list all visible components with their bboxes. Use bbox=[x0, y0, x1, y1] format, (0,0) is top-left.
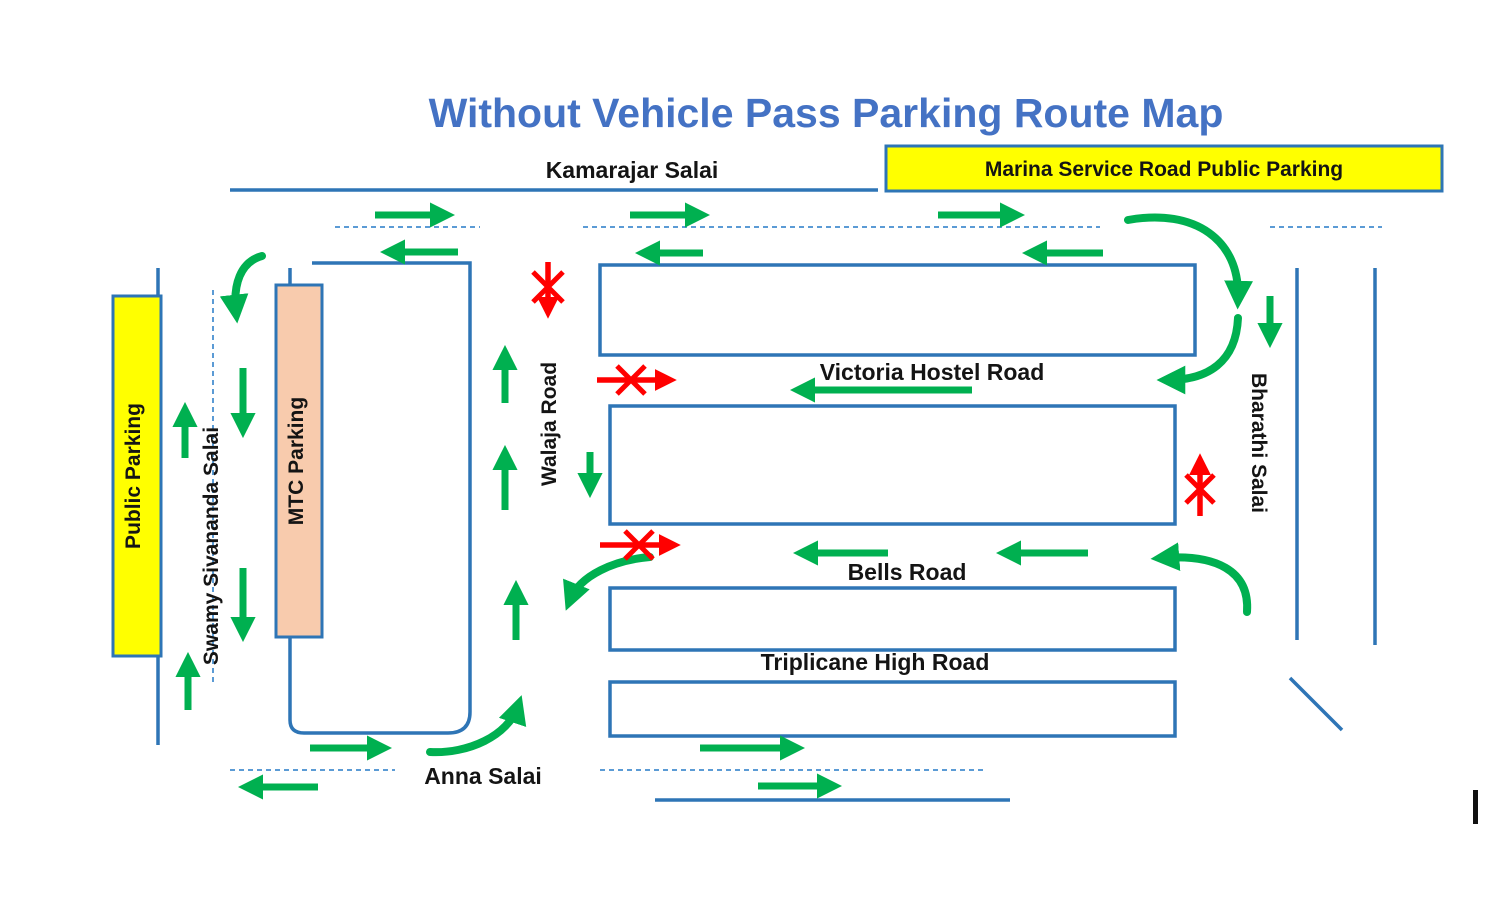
text-cursor-artifact bbox=[1473, 790, 1478, 824]
label-mtc-parking: MTC Parking bbox=[285, 397, 308, 525]
label-victoria-hostel-road: Victoria Hostel Road bbox=[820, 359, 1045, 385]
green-curve-kamarajar-to-swamy bbox=[219, 252, 266, 324]
southeast-diagonal-line bbox=[1288, 676, 1344, 732]
mtc-parking-box bbox=[274, 283, 324, 639]
label-bharathi-salai: Bharathi Salai bbox=[1247, 373, 1270, 513]
label-swamy-sivananda-salai: Swamy Sivananda Salai bbox=[200, 427, 223, 665]
label-public-parking: Public Parking bbox=[122, 403, 145, 549]
block-victoria-outline bbox=[608, 404, 1177, 526]
no-entry-icon-walaja-south bbox=[531, 262, 565, 319]
block-north-outline bbox=[598, 263, 1197, 357]
block-bells-outline bbox=[608, 586, 1177, 652]
label-triplicane-high-road: Triplicane High Road bbox=[761, 649, 990, 675]
label-bells-road: Bells Road bbox=[848, 559, 967, 585]
label-marina-service-road: Marina Service Road Public Parking bbox=[985, 158, 1343, 181]
public-parking-box bbox=[111, 294, 163, 658]
green-curve-kamarajar-to-bharathi bbox=[1124, 213, 1253, 310]
green-curve-bharathi-to-victoria bbox=[1156, 314, 1242, 395]
no-entry-icon-victoria-east bbox=[597, 364, 677, 396]
no-entry-icon-bharathi-north bbox=[1184, 453, 1216, 516]
label-anna-salai: Anna Salai bbox=[424, 763, 542, 789]
no-entry-icon-bells-east bbox=[600, 529, 681, 561]
label-walaja-road: Walaja Road bbox=[538, 362, 561, 486]
page-title: Without Vehicle Pass Parking Route Map bbox=[429, 90, 1224, 136]
green-curve-bharathi-to-bells bbox=[1150, 542, 1252, 616]
label-kamarajar-salai: Kamarajar Salai bbox=[546, 157, 719, 183]
central-block-outline bbox=[288, 261, 472, 735]
green-curve-bells-to-walaja bbox=[563, 553, 654, 611]
green-curve-anna-to-walaja bbox=[426, 695, 527, 757]
block-triplicane-outline bbox=[608, 680, 1177, 738]
marina-parking-box bbox=[884, 144, 1444, 193]
